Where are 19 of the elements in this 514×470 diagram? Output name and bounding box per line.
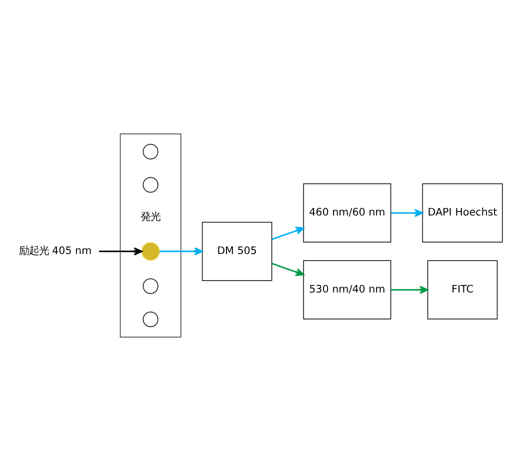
arrow	[390, 285, 428, 294]
node-text: 励起光 405 nm	[18, 244, 92, 257]
arrow	[99, 246, 142, 255]
node-box: DAPI Hoechst	[422, 182, 503, 242]
arrow	[272, 262, 304, 276]
node-box: DM 505	[202, 221, 272, 280]
node-label: 発光	[140, 210, 161, 223]
node-box: FITC	[427, 260, 498, 319]
arrow	[159, 246, 203, 255]
arrow	[390, 208, 424, 217]
arrow	[272, 226, 304, 240]
node-circle	[142, 311, 158, 327]
node-circle	[142, 278, 158, 294]
node-circle	[142, 176, 158, 192]
node-box: 460 nm/60 nm	[303, 182, 392, 242]
node-box: 530 nm/40 nm	[303, 260, 392, 319]
node-circle	[142, 143, 158, 159]
node-circle	[141, 241, 160, 260]
cluster	[120, 133, 182, 337]
